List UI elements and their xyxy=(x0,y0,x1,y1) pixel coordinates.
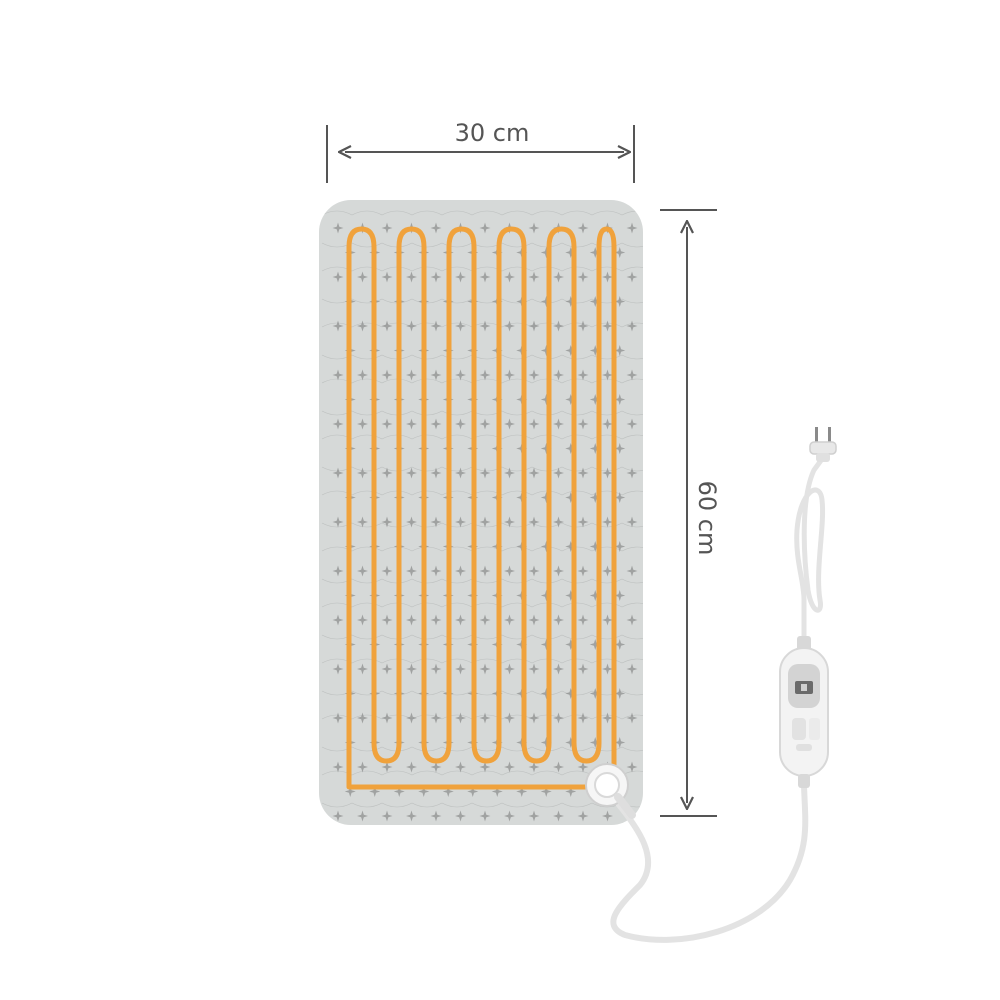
height-label: 60 cm xyxy=(693,481,721,556)
controller-icon xyxy=(779,636,829,788)
height-dimension: 60 cm xyxy=(660,209,721,817)
plug-icon xyxy=(809,427,837,462)
width-label: 30 cm xyxy=(455,119,530,147)
heating-pad xyxy=(319,200,643,825)
connector-icon xyxy=(585,763,636,819)
power-cable xyxy=(610,452,828,943)
heating-wire xyxy=(346,226,617,790)
width-dimension: 30 cm xyxy=(326,119,635,183)
